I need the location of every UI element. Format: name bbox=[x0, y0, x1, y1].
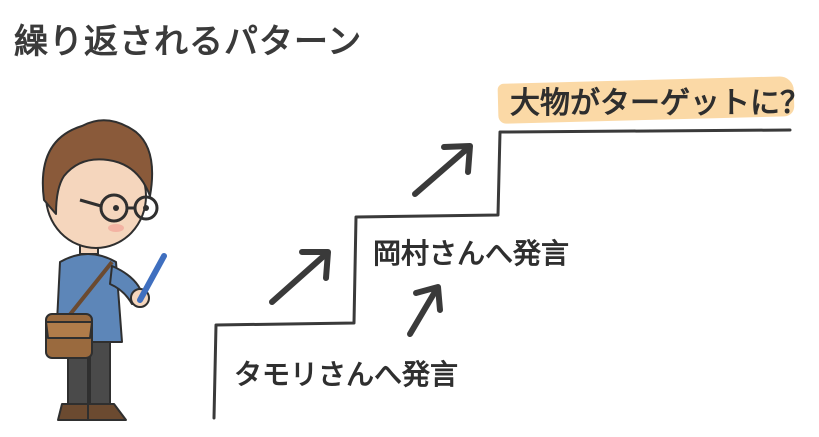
up-right-arrow-icon bbox=[269, 249, 331, 305]
pen-icon bbox=[137, 253, 167, 303]
step-middle-label: 岡村さんへ発言 bbox=[373, 237, 570, 270]
step-bottom-label: タモリさんへ発言 bbox=[234, 358, 459, 391]
shoulder-bag-icon bbox=[45, 313, 93, 359]
person-illustration bbox=[41, 119, 167, 421]
up-right-arrow-icon bbox=[407, 284, 443, 337]
step-top-label: 大物がターゲットに？ bbox=[510, 86, 810, 121]
up-right-arrow-icon bbox=[412, 143, 473, 197]
page-title: 繰り返されるパターン bbox=[14, 22, 363, 62]
staircase-line bbox=[212, 128, 792, 420]
